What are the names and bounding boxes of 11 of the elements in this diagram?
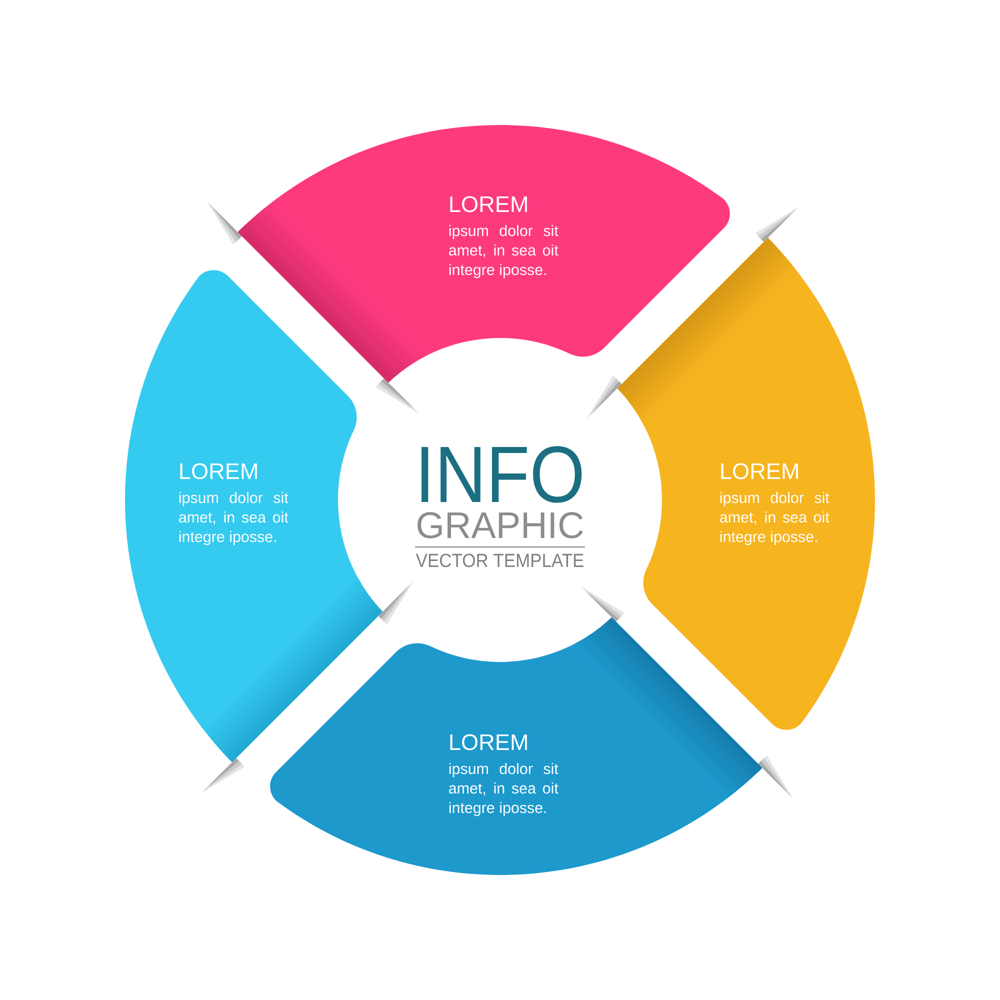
title: GRAPHIC [418,512,583,538]
body-text: ipsum dolor sit amet, in sea oit integre iposse. [720,492,830,546]
heading: LOREM [721,463,798,480]
title: INFO [422,446,582,503]
body-text: ipsum dolor sit amet, in sea oit integre iposse. [449,224,558,278]
body-text: ipsum dolor sit amet, in sea oit integre iposse. [449,762,558,816]
heading: LOREM [450,734,527,750]
heading: LOREM [180,463,257,480]
body-text: ipsum dolor sit amet, in sea oit integre iposse. [179,492,288,546]
subtitle: VECTOR TEMPLATE [416,554,584,568]
heading: LOREM [450,196,527,212]
